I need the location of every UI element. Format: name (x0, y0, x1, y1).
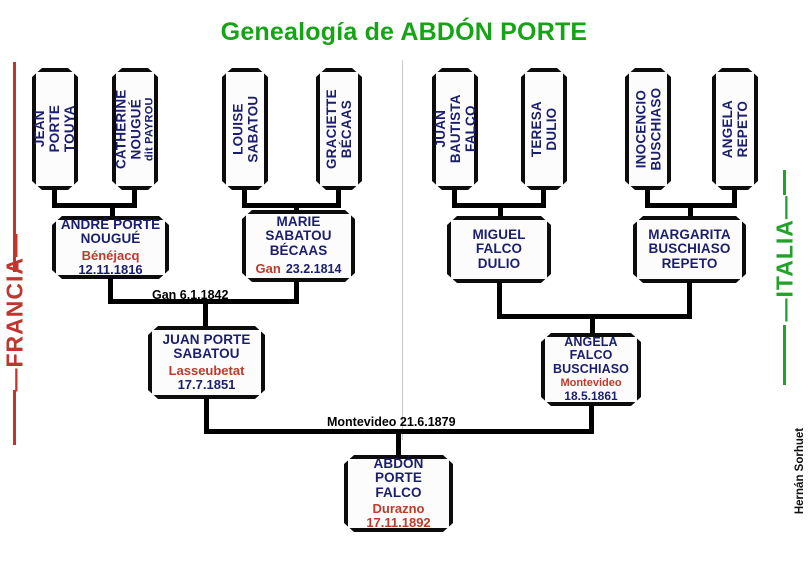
person-card-angela-falco-buschiaso[interactable]: ANGELA FALCO BUSCHIASO Montevideo 18.5.1… (541, 333, 641, 406)
person-name: MARIE SABATOU BÉCAAS (265, 213, 332, 258)
ancestor-card-juan-bautista-falco[interactable]: JUAN BAUTISTA FALCO (432, 68, 478, 190)
ancestor-card-inocencio-buschiaso[interactable]: INOCENCIO BUSCHIASO (625, 68, 671, 190)
connector-v-angela-repeto (732, 190, 737, 208)
connector-v-angela-falco-down (589, 405, 594, 432)
ancestor-name: INOCENCIO BUSCHIASO (632, 87, 663, 171)
connector-h-jean-catherine (52, 203, 137, 208)
connector-v-louise (242, 190, 247, 208)
connector-v-miguel-down (497, 282, 502, 317)
connector-v-to-andre (110, 203, 115, 217)
ancestor-card-teresa-dulio[interactable]: TERESA DULIO (521, 68, 567, 190)
connector-v-teresa (541, 190, 546, 208)
connector-v-to-margarita (688, 203, 693, 217)
center-divider (402, 60, 403, 440)
person-name: ANGELA FALCO BUSCHIASO (553, 334, 629, 376)
connector-v-inocencio (645, 190, 650, 208)
connector-v-catherine (132, 190, 137, 208)
ancestor-name: CATHERINE NOUGUÉ dit PAYROU (113, 89, 156, 169)
person-card-andre-porte-nougue[interactable]: ANDRÉ PORTE NOUGUÉ Bénéjacq 12.11.1816 (52, 216, 169, 279)
connector-v-andre-down (108, 278, 113, 301)
ancestor-name: ANGELA REPETO (719, 99, 751, 159)
italia-rail-bottom (783, 325, 786, 385)
person-details: JUAN PORTE SABATOU Lasseubetat 17.7.1851 (156, 333, 257, 392)
page-title: Genealogía de ABDÓN PORTE (220, 18, 588, 46)
person-details: ANDRÉ PORTE NOUGUÉ Bénéjacq 12.11.1816 (60, 218, 161, 277)
person-place: Montevideo (560, 377, 622, 390)
person-name: ABDÓN PORTE FALCO (373, 455, 424, 500)
ancestor-name: JEAN PORTE TOUYA (32, 105, 78, 153)
francia-label: —FRANCIA— (1, 233, 28, 392)
person-card-juan-porte-sabatou[interactable]: JUAN PORTE SABATOU Lasseubetat 17.7.1851 (148, 326, 265, 399)
person-place: Gan (255, 261, 281, 277)
person-name: JUAN PORTE SABATOU (162, 331, 251, 362)
person-date: 23.2.1814 (285, 262, 342, 277)
person-details: ANGELA FALCO BUSCHIASO Montevideo 18.5.1… (549, 336, 633, 403)
ancestor-card-jean-porte-touya[interactable]: JEAN PORTE TOUYA (32, 68, 78, 190)
connector-v-juan-porte-down (204, 398, 209, 432)
person-place: Lasseubetat (168, 363, 245, 379)
ancestor-card-louise-sabatou[interactable]: LOUISE SABATOU (222, 68, 268, 190)
connector-v-juan-bautista (452, 190, 457, 208)
ancestor-name: JUAN BAUTISTA FALCO (432, 94, 478, 164)
person-card-miguel-falco-dulio[interactable]: MIGUEL FALCO DULIO (447, 216, 551, 283)
person-details: ABDÓN PORTE FALCO Durazno 17.11.1892 (352, 457, 445, 531)
connector-v-jean (52, 190, 57, 208)
person-date: 17.11.1892 (366, 515, 431, 531)
person-place-date-row: Gan 23.2.1814 (250, 260, 347, 277)
italia-rail-top (783, 170, 786, 195)
connector-v-to-angela-falco (590, 314, 595, 334)
person-date: 18.5.1861 (564, 389, 618, 404)
ancestor-card-graciette-becaas[interactable]: GRACIETTE BÉCAAS (316, 68, 362, 190)
francia-rail-top (13, 62, 16, 272)
marriage-label-montevideo-1879: Montevideo 21.6.1879 (327, 415, 456, 429)
connector-v-to-juan-porte (203, 299, 208, 327)
person-place: Bénéjacq (81, 248, 140, 264)
person-card-abdon-porte-falco[interactable]: ABDÓN PORTE FALCO Durazno 17.11.1892 (344, 455, 453, 532)
author-credit: Hernán Sorhuet (794, 427, 806, 515)
person-details: MARGARITA BUSCHIASO REPETO (641, 228, 738, 272)
person-date: 12.11.1816 (78, 262, 143, 278)
francia-rail-bottom (13, 390, 16, 445)
connector-v-to-miguel (498, 203, 503, 217)
connector-v-margarita-down (687, 282, 692, 317)
person-place: Durazno (372, 501, 425, 517)
person-name: MIGUEL FALCO DULIO (472, 226, 526, 271)
ancestor-name: TERESA DULIO (528, 101, 559, 157)
person-card-marie-sabatou-becaas[interactable]: MARIE SABATOU BÉCAAS Gan 23.2.1814 (242, 210, 355, 282)
ancestor-name: LOUISE SABATOU (229, 95, 260, 163)
person-date: 17.7.1851 (177, 377, 236, 393)
connector-h-louise-graciette (242, 203, 341, 208)
ancestor-card-angela-repeto[interactable]: ANGELA REPETO (712, 68, 758, 190)
ancestor-card-catherine-nougue[interactable]: CATHERINE NOUGUÉ dit PAYROU (112, 68, 158, 190)
person-name: ANDRÉ PORTE NOUGUÉ (60, 216, 161, 247)
ancestor-name: GRACIETTE BÉCAAS (323, 89, 354, 169)
person-card-margarita-buschiaso-repeto[interactable]: MARGARITA BUSCHIASO REPETO (633, 216, 746, 283)
marriage-label-gan-1842: Gan 6.1.1842 (152, 288, 229, 302)
person-details: MIGUEL FALCO DULIO (455, 228, 543, 272)
connector-v-marie-down (294, 281, 299, 301)
connector-v-to-abdon (396, 429, 401, 456)
person-name: MARGARITA BUSCHIASO REPETO (648, 226, 731, 271)
italia-label: —ITALIA— (771, 195, 798, 322)
person-details: MARIE SABATOU BÉCAAS Gan 23.2.1814 (250, 215, 347, 278)
connector-v-graciette (336, 190, 341, 208)
